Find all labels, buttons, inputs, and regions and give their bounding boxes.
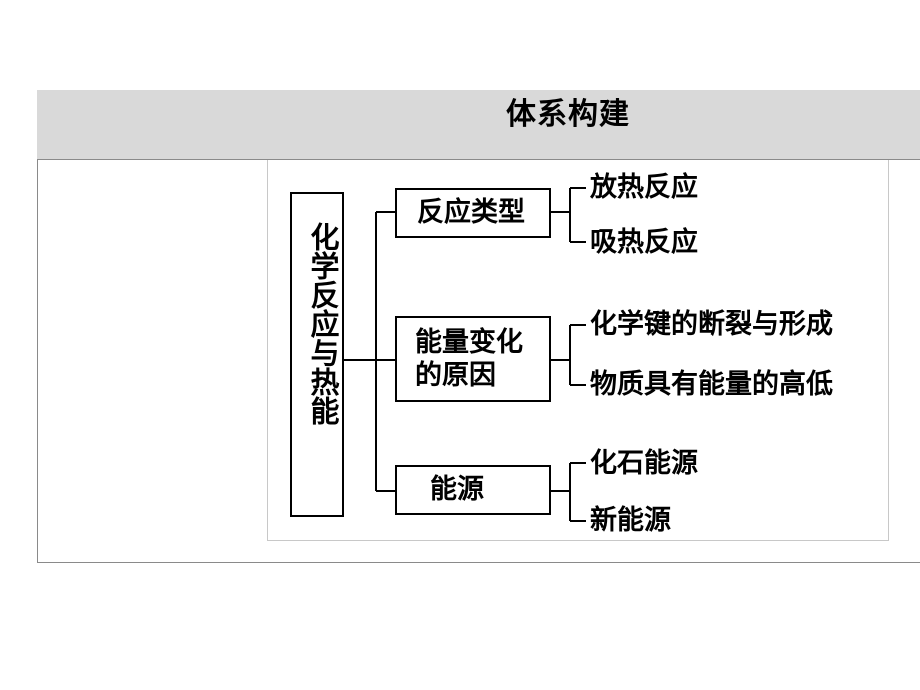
root-node: 化学反应与热能 — [290, 192, 344, 517]
branch-node-energy-sources: 能源 — [395, 465, 551, 515]
diagram-panel — [267, 160, 889, 541]
page-title: 体系构建 — [506, 97, 630, 132]
leaf-exothermic: 放热反应 — [590, 172, 698, 203]
branch-node-reaction-types: 反应类型 — [395, 188, 551, 238]
branch-label-line2: 的原因 — [415, 360, 496, 391]
branch-node-energy-cause: 能量变化 的原因 — [395, 316, 551, 402]
leaf-bond-breaking: 化学键的断裂与形成 — [590, 309, 833, 340]
leaf-new-energy: 新能源 — [590, 505, 671, 536]
branch-label: 能源 — [430, 474, 484, 505]
branch-label: 反应类型 — [417, 197, 525, 228]
header-bar — [37, 90, 920, 160]
leaf-substance-energy: 物质具有能量的高低 — [590, 369, 833, 400]
leaf-fossil-energy: 化石能源 — [590, 448, 698, 479]
leaf-endothermic: 吸热反应 — [590, 227, 698, 258]
branch-label-line1: 能量变化 — [415, 327, 523, 358]
root-label: 化学反应与热能 — [306, 222, 340, 425]
